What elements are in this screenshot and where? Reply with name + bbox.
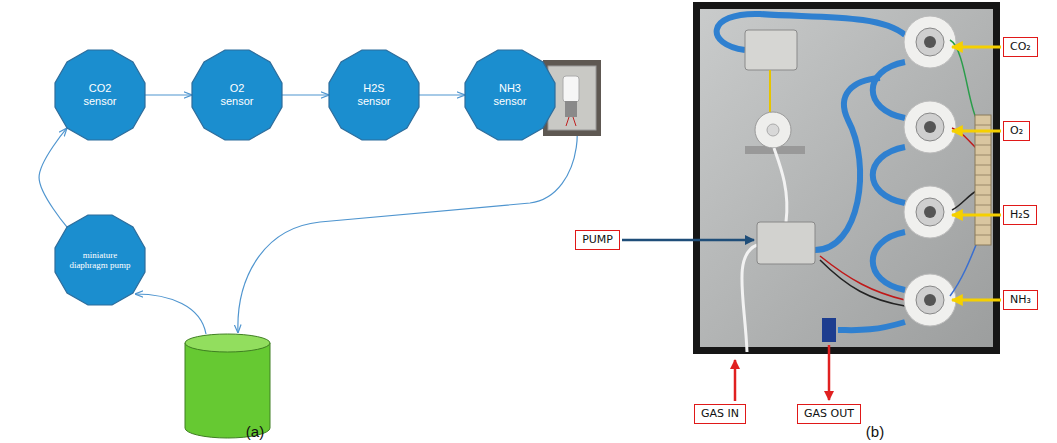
sensor-housing bbox=[904, 186, 956, 238]
terminal-lines bbox=[975, 125, 991, 235]
flow-arrow bbox=[282, 94, 329, 95]
pump-wire bbox=[566, 117, 576, 126]
callout-arrow bbox=[622, 239, 754, 242]
gas-out-arrow bbox=[828, 345, 831, 400]
black-wire bbox=[820, 260, 905, 306]
sensor-core bbox=[924, 121, 936, 133]
sensor-face bbox=[916, 286, 944, 314]
dodecagon-outline bbox=[192, 50, 282, 140]
callout-box: CO₂ bbox=[1003, 37, 1038, 57]
callout-box: H₂S bbox=[1003, 205, 1037, 225]
sensor-face bbox=[916, 28, 944, 56]
node-label: GAS OUT bbox=[804, 407, 854, 421]
device-photo bbox=[693, 2, 1000, 354]
flow-arrow bbox=[39, 128, 67, 227]
panel-label: (a) bbox=[246, 423, 264, 441]
filter-cap bbox=[767, 124, 779, 136]
callout-arrow bbox=[952, 130, 1001, 133]
pump-head bbox=[563, 76, 579, 102]
sensor-housing bbox=[904, 16, 956, 68]
blue-tube bbox=[815, 78, 880, 250]
white-tube bbox=[774, 148, 787, 222]
dodecagon-outline bbox=[329, 50, 419, 140]
gas-sensor bbox=[904, 16, 956, 326]
junction-box bbox=[745, 30, 797, 70]
callout-arrow bbox=[952, 46, 1001, 49]
yellow-wire bbox=[769, 70, 771, 112]
sensor-node: H2S sensor bbox=[329, 50, 419, 140]
node-label: CO₂ bbox=[1010, 40, 1031, 54]
sensor-face bbox=[916, 198, 944, 226]
node-label: NH₃ bbox=[1010, 293, 1031, 307]
node-label: O₂ bbox=[1010, 124, 1023, 138]
flow-arrow bbox=[145, 94, 192, 95]
terminal-strip bbox=[975, 115, 991, 245]
gas-out-port bbox=[822, 318, 836, 342]
callout-box: PUMP bbox=[575, 230, 620, 250]
blue-tube bbox=[838, 322, 905, 330]
node-label: miniature diaphragm pump bbox=[69, 250, 131, 271]
intake-line bbox=[135, 294, 206, 334]
blue-wire bbox=[950, 240, 978, 296]
photo-frame bbox=[693, 2, 1000, 354]
node-label: O2 sensor bbox=[212, 82, 262, 108]
pump-box bbox=[757, 222, 815, 264]
callout-box: GAS OUT bbox=[797, 404, 861, 424]
white-tube bbox=[742, 245, 757, 352]
callout-box: NH₃ bbox=[1003, 290, 1038, 310]
node-label: PUMP bbox=[582, 233, 613, 247]
callout-box: O₂ bbox=[1003, 121, 1030, 141]
sensor-housing bbox=[904, 274, 956, 326]
filter bbox=[755, 112, 791, 148]
callout-box: GAS IN bbox=[694, 404, 746, 424]
node-label: H2S sensor bbox=[349, 82, 399, 108]
tank-top bbox=[185, 334, 270, 352]
blue-tube bbox=[873, 62, 905, 118]
blue-tube bbox=[873, 147, 905, 203]
pump-node: miniature diaphragm pump bbox=[55, 215, 145, 305]
pump-motor bbox=[565, 101, 577, 117]
panel-label: (b) bbox=[866, 423, 884, 441]
sensor-core bbox=[924, 294, 936, 306]
node-label: GAS IN bbox=[701, 407, 739, 421]
node-label: NH3 sensor bbox=[485, 82, 535, 108]
callout-arrow bbox=[952, 214, 1001, 217]
gas-in-arrow bbox=[734, 360, 737, 401]
sensor-core bbox=[924, 36, 936, 48]
blue-tube bbox=[873, 232, 905, 290]
gas-tank bbox=[185, 334, 270, 438]
node-label: H₂S bbox=[1010, 208, 1030, 222]
sensor-core bbox=[924, 206, 936, 218]
dodecagon-outline bbox=[55, 215, 145, 305]
sensor-face bbox=[916, 113, 944, 141]
dodecagon-outline bbox=[55, 50, 145, 140]
flow-arrow bbox=[419, 94, 465, 95]
black-wire bbox=[952, 190, 978, 210]
sensor-node: NH3 sensor bbox=[465, 50, 555, 140]
green-wire bbox=[950, 40, 978, 122]
dodecagon-outline bbox=[465, 50, 555, 140]
node-label: CO2 sensor bbox=[75, 82, 125, 108]
sensor-node: O2 sensor bbox=[192, 50, 282, 140]
sensor-node: CO2 sensor bbox=[55, 50, 145, 140]
callout-arrow bbox=[952, 299, 1001, 302]
sensor-housing bbox=[904, 101, 956, 153]
